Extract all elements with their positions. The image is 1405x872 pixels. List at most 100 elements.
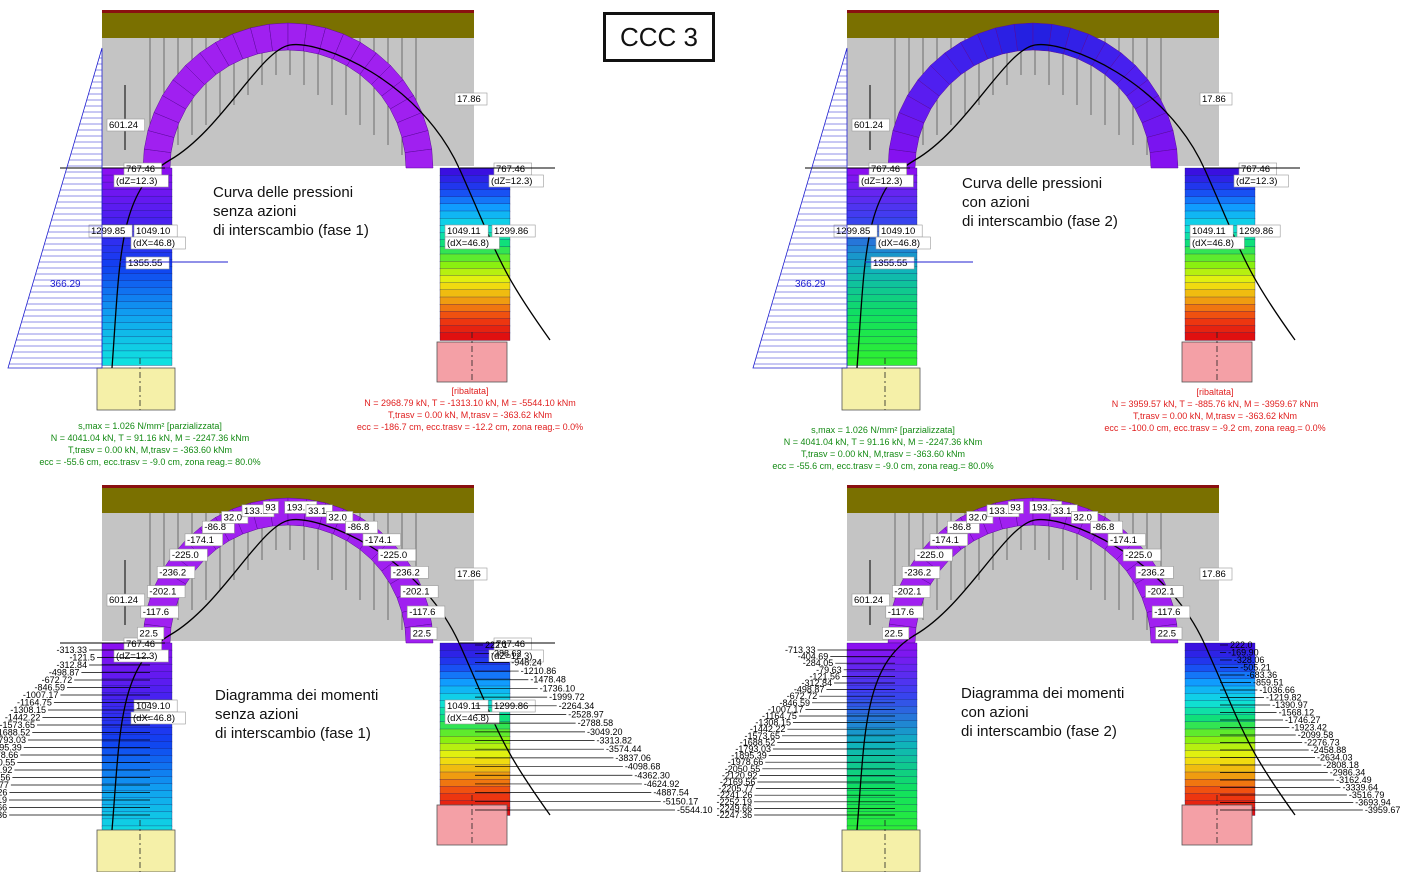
left-dz-label-box (858, 174, 914, 188)
left-moment-value: -1308.15 (755, 718, 791, 728)
top-load-label: 601.24 (854, 595, 883, 606)
arch-moment-label: -117.6 (143, 607, 169, 618)
right-moment-value: -948.24 (511, 657, 542, 667)
left-pier-course (846, 670, 918, 679)
arch-moment-label-box (914, 548, 953, 562)
left-pier-course (846, 280, 918, 289)
left-pier-course (846, 329, 918, 338)
left-moment-value: -312.84 (802, 678, 833, 688)
arch-moment-label: 93 (1010, 502, 1021, 513)
right-moment-value: -4098.68 (625, 762, 661, 772)
left-pier-course (846, 203, 918, 211)
right-pier-course (1184, 275, 1256, 284)
push-label: 1355.55 (873, 258, 907, 269)
left-moment-value: -713.33 (785, 645, 816, 655)
right-v1-label: 1049.11 (1192, 226, 1226, 237)
arch-moment-label-box (140, 605, 179, 619)
right-pier-course (439, 261, 511, 269)
right-moment-value: -3049.20 (587, 727, 623, 737)
right-moment-value: -1736.10 (540, 683, 576, 693)
top-load-label-box (106, 593, 145, 607)
left-moment-value: -2241.26 (717, 790, 753, 800)
left-moment-value: -2249.66 (0, 803, 7, 813)
left-pier-course (846, 748, 918, 757)
left-moment-value: -312.84 (57, 660, 88, 670)
left-result-line: ecc = -55.6 cm, ecc.trasv = -9.0 cm, zon… (772, 461, 993, 471)
right-dz-label: (dZ=12.3) (491, 176, 532, 187)
left-pier-course (101, 322, 173, 331)
arch-moment-label: 193.1 (287, 502, 311, 513)
left-pier-course (101, 685, 173, 693)
left-h-label: 767.46 (871, 164, 900, 175)
right-moment-value: -2808.18 (1323, 760, 1359, 770)
left-pier-course (846, 287, 918, 296)
right-moment-value: -2458.88 (1311, 745, 1347, 755)
right-v2-label-box (1236, 224, 1281, 238)
left-pier-course (101, 741, 173, 750)
left-moment-value: -2241.26 (0, 788, 7, 798)
left-pier-course (846, 776, 918, 785)
left-pier-course (846, 720, 918, 729)
right-pier-course (1184, 771, 1256, 780)
arch-moment-label: 133.1 (989, 506, 1013, 517)
push-label: 1355.55 (128, 258, 162, 269)
earth-label: 366.29 (795, 279, 826, 290)
right-v1-label: 1049.11 (447, 226, 481, 237)
left-pier-course (101, 769, 173, 778)
arch-moment-label-box (169, 548, 208, 562)
left-pier-course (101, 343, 173, 352)
arch-voussoir (1149, 148, 1179, 169)
right-moment-value: -169.90 (1228, 648, 1259, 658)
arch-moment-label-box (326, 511, 354, 524)
left-foundation (841, 367, 921, 411)
left-h-label: 767.46 (126, 164, 155, 175)
arch-moment-label: -86.8 (949, 522, 971, 533)
arch-moment-label: -225.0 (917, 550, 944, 561)
arch-moment-label-box (156, 566, 196, 579)
right-moment-value: -4887.54 (653, 788, 689, 798)
left-moment-value: -1793.03 (0, 735, 26, 745)
left-moment-value: -404.69 (798, 652, 829, 662)
arch-moment-label: 133.1 (244, 506, 268, 517)
right-moment-value: -4624.92 (644, 779, 680, 789)
earth-pressure-diagram (7, 47, 103, 369)
right-moment-value: -2986.34 (1330, 768, 1366, 778)
right-pier-course (439, 743, 511, 752)
right-pier-course (439, 332, 511, 341)
earth-pressure-diagram (752, 47, 848, 369)
right-v1-label: 1049.11 (447, 701, 481, 712)
right-result-line: N = 3959.57 kN, T = -885.76 kN, M = -395… (1112, 399, 1319, 409)
right-moment-value: -1478.48 (530, 675, 566, 685)
right-pier-course (439, 311, 511, 320)
caption-line: Curva delle pressioni (962, 175, 1102, 192)
right-pier-course (439, 275, 511, 284)
right-pier-course (439, 736, 511, 744)
right-pier-course (1184, 289, 1256, 298)
left-moment-value: -1895.39 (731, 751, 767, 761)
left-pier-course (101, 287, 173, 296)
left-result-line: T,trasv = 0.00 kN, M,trasv = -363.60 kNm (801, 449, 965, 459)
right-pier-course (1184, 268, 1256, 277)
arch-moment-label-box (1155, 626, 1183, 640)
right-dz-label: (dZ=12.3) (491, 651, 532, 662)
right-moment-value: -683.36 (1247, 670, 1278, 680)
arch-moment-label-box (262, 501, 279, 514)
right-moment-value: -1923.42 (1291, 723, 1327, 733)
right-v2-label: 1299.86 (494, 226, 528, 237)
right-pier-course (439, 318, 511, 327)
arch-moment-label: 32.0 (969, 512, 988, 523)
left-moment-value: -1442.22 (750, 724, 786, 734)
left-moment-value: -284.05 (803, 658, 834, 668)
right-moment-value: -5150.17 (663, 796, 699, 806)
arch-moment-label: -225.0 (172, 550, 199, 561)
right-pier-course (439, 218, 511, 226)
caption-line: con azioni (962, 194, 1030, 211)
left-moment-value: -1978.66 (728, 757, 764, 767)
caption-line: senza azioni (215, 706, 298, 723)
mid-v-label: 1049.10 (136, 226, 170, 237)
right-pier-course (439, 793, 511, 802)
top-load-label-box (851, 593, 890, 607)
right-pier-course (439, 750, 511, 759)
arch-moment-label: -225.0 (380, 550, 407, 561)
